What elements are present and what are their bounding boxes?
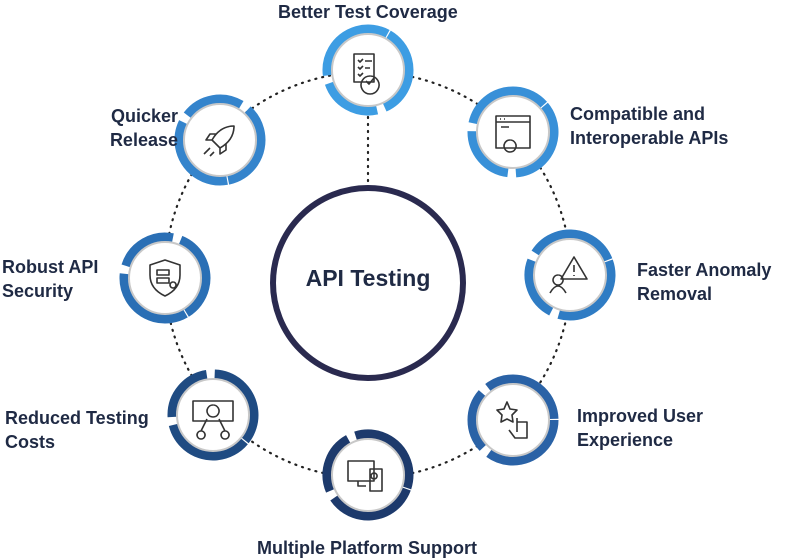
node-ring [174, 94, 266, 186]
node-ring [322, 429, 414, 521]
node-rocket [174, 94, 266, 186]
node-disc [331, 33, 405, 107]
node-ring [119, 232, 211, 324]
node-ring [467, 374, 559, 466]
node-ring [322, 24, 414, 116]
label-faster-anomaly-removal: Faster Anomaly Removal [637, 260, 772, 304]
label-better-test-coverage: Better Test Coverage [278, 2, 458, 22]
label-quicker-release: Quicker Release [109, 106, 178, 150]
shield-server-icon [149, 259, 181, 297]
node-api-window [467, 86, 559, 178]
node-star-hand [467, 374, 559, 466]
node-ring [167, 369, 259, 461]
devices-icon [347, 460, 383, 492]
label-reduced-testing-costs: Reduced Testing Costs [5, 408, 149, 452]
label-improved-user-experience: Improved User Experience [577, 406, 704, 450]
label-robust-api-security: Robust API Security [2, 257, 99, 301]
node-disc [176, 378, 250, 452]
node-money-scissors [167, 369, 259, 461]
rocket-icon [203, 125, 235, 157]
node-devices [322, 429, 414, 521]
node-ring [467, 86, 559, 178]
center-title: API Testing [305, 265, 431, 291]
node-ring [524, 229, 616, 321]
node-disc [331, 438, 405, 512]
warning-user-icon [549, 256, 588, 294]
node-checklist [322, 24, 414, 116]
center-circle [270, 185, 466, 381]
label-compatible-apis: Compatible and Interoperable APIs [570, 104, 729, 148]
checklist-icon [353, 53, 380, 95]
node-disc [533, 238, 607, 312]
node-shield-server [119, 232, 211, 324]
label-multiple-platform-support: Multiple Platform Support [257, 538, 477, 558]
node-disc [183, 103, 257, 177]
node-disc [476, 95, 550, 169]
api-window-icon [495, 115, 531, 153]
node-warning-user [524, 229, 616, 321]
star-hand-icon [496, 401, 528, 439]
money-scissors-icon [192, 400, 234, 440]
